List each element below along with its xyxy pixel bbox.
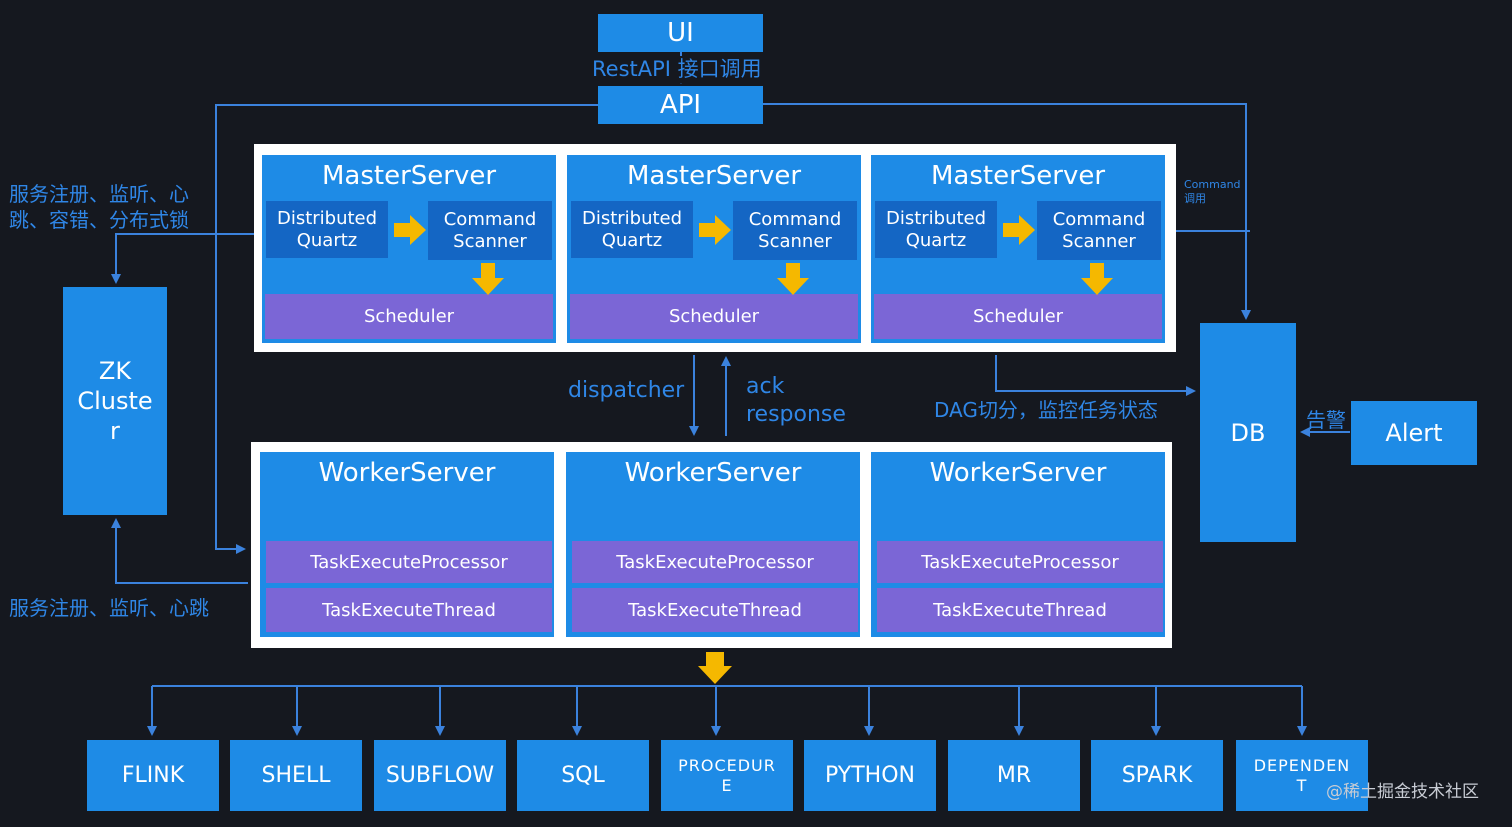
worker-server-title: WorkerServer bbox=[318, 458, 496, 488]
task-type-sql: SQL bbox=[517, 740, 649, 811]
master-server-title: MasterServer bbox=[626, 161, 802, 191]
distributed-quartz-box: Distributed Quartz bbox=[875, 201, 997, 258]
task-type-spark: SPARK bbox=[1091, 740, 1223, 811]
task-type-shell: SHELL bbox=[230, 740, 362, 811]
watermark: @稀土掘金技术社区 bbox=[1326, 782, 1479, 802]
api-to-db-line bbox=[763, 103, 1251, 320]
restapi-label: RestAPI 接口调用 bbox=[592, 56, 762, 84]
task-type-python: PYTHON bbox=[804, 740, 936, 811]
scheduler-box: Scheduler bbox=[874, 294, 1162, 339]
task-type-dependent: DEPENDEN T bbox=[1236, 740, 1368, 811]
scheduler-box: Scheduler bbox=[265, 294, 553, 339]
ack-response-label: ack response bbox=[746, 374, 846, 427]
command-scanner-box: Command Scanner bbox=[1037, 201, 1161, 260]
alert-box: Alert bbox=[1351, 401, 1477, 465]
task-execute-thread-box: TaskExecuteThread bbox=[572, 588, 858, 632]
worker-to-tasks-arrow bbox=[698, 652, 732, 684]
task-execute-thread-box: TaskExecuteThread bbox=[877, 588, 1163, 632]
scheduler-box: Scheduler bbox=[570, 294, 858, 339]
distributed-quartz-box: Distributed Quartz bbox=[266, 201, 388, 258]
dag-to-db-line bbox=[995, 355, 1196, 396]
command-call-label: Command 调用 bbox=[1184, 178, 1241, 205]
worker-server-title: WorkerServer bbox=[929, 458, 1107, 488]
task-execute-processor-box: TaskExecuteProcessor bbox=[572, 541, 858, 583]
task-type-procedure: PROCEDUR E bbox=[661, 740, 793, 811]
master-server-title: MasterServer bbox=[930, 161, 1106, 191]
task-type-mr: MR bbox=[948, 740, 1080, 811]
worker-to-zk-line bbox=[111, 518, 248, 584]
task-type-flink: FLINK bbox=[87, 740, 219, 811]
dispatcher-label: dispatcher bbox=[568, 378, 685, 403]
distributed-quartz-box: Distributed Quartz bbox=[571, 201, 693, 258]
ui-box: UI bbox=[598, 14, 763, 52]
dag-label: DAG切分，监控任务状态 bbox=[934, 398, 1158, 422]
alarm-label: 告警 bbox=[1306, 408, 1346, 432]
master-to-zk-line bbox=[111, 233, 254, 284]
zk-cluster-box: ZK Cluste r bbox=[63, 287, 167, 515]
worker-server-title: WorkerServer bbox=[624, 458, 802, 488]
task-execute-processor-box: TaskExecuteProcessor bbox=[877, 541, 1163, 583]
task-execute-processor-box: TaskExecuteProcessor bbox=[266, 541, 552, 583]
api-to-worker-line bbox=[215, 104, 598, 554]
api-box: API bbox=[598, 86, 763, 124]
zk-worker-label: 服务注册、监听、心跳 bbox=[9, 596, 209, 620]
master-server-title: MasterServer bbox=[321, 161, 497, 191]
db-box: DB bbox=[1200, 323, 1296, 542]
zk-master-label: 服务注册、监听、心 跳、容错、分布式锁 bbox=[9, 182, 189, 232]
task-type-subflow: SUBFLOW bbox=[374, 740, 506, 811]
command-scanner-box: Command Scanner bbox=[428, 201, 552, 260]
task-execute-thread-box: TaskExecuteThread bbox=[266, 588, 552, 632]
command-scanner-box: Command Scanner bbox=[733, 201, 857, 260]
